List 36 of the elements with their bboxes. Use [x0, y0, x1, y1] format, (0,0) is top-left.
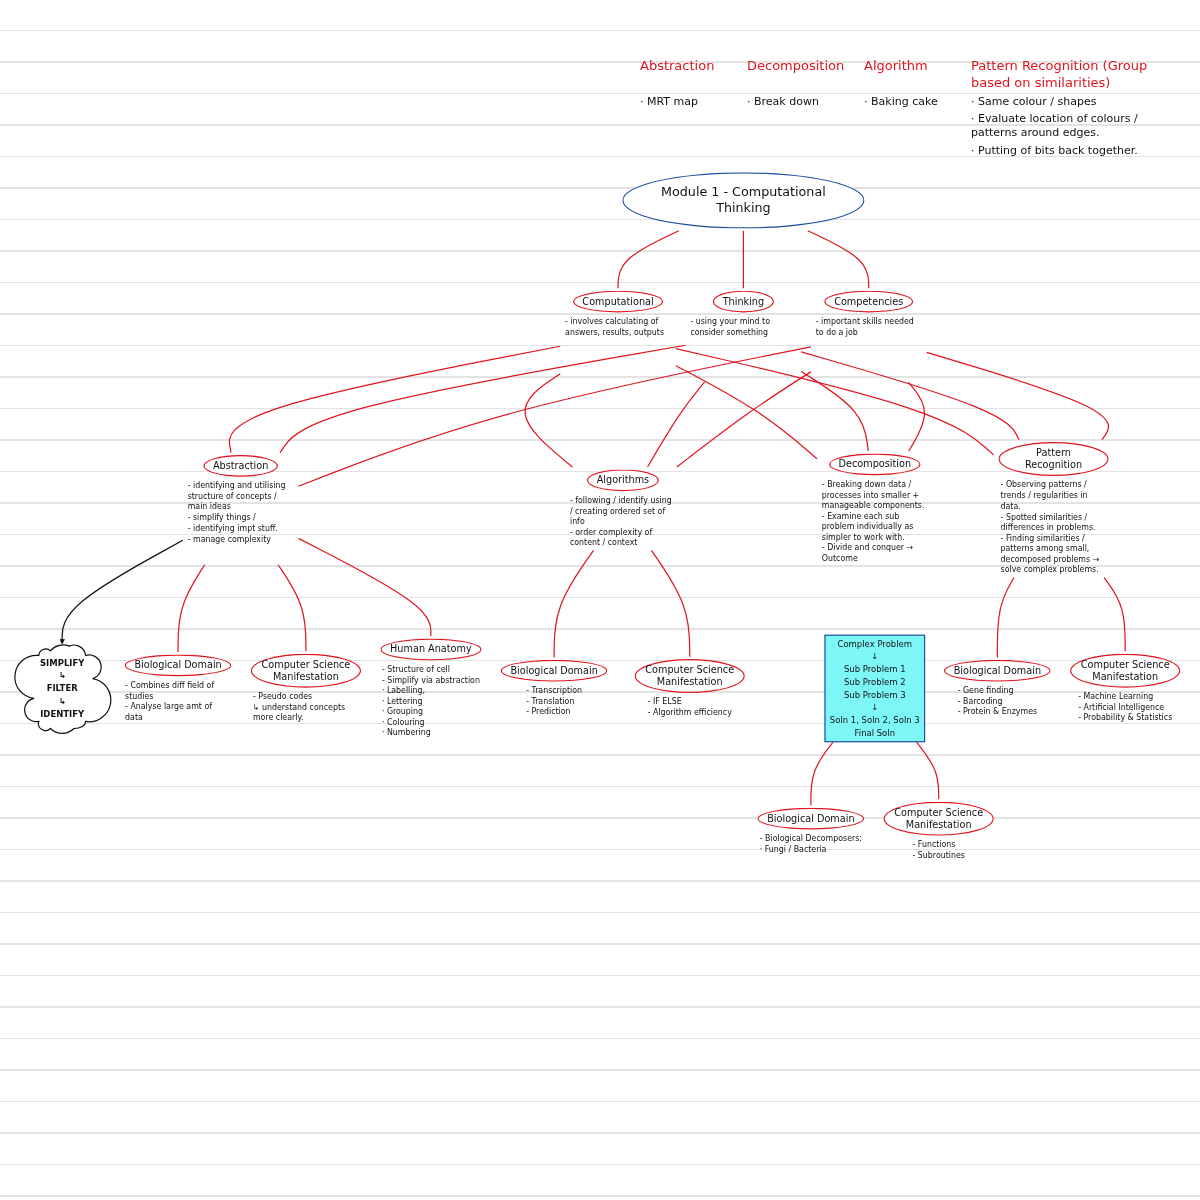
arrow: [59, 539, 184, 645]
connector: [177, 564, 206, 653]
connector: [810, 741, 834, 806]
connector: [524, 373, 574, 468]
connector: [617, 230, 680, 289]
bullet-note: · Baking cake: [864, 94, 939, 110]
connector: [553, 549, 595, 658]
connector: [800, 351, 1020, 441]
connector: [279, 344, 687, 454]
bullet-note: · MRT map: [640, 94, 699, 110]
connector: [675, 365, 818, 460]
connector: [907, 381, 926, 452]
connector: [646, 381, 706, 468]
column-heading: Abstraction: [640, 58, 716, 75]
connector: [996, 577, 1015, 658]
connector: [277, 564, 307, 652]
connector: [800, 370, 869, 452]
bullet-note: · Evaluate location of colours / patterns around edges.: [971, 112, 1139, 141]
connector: [915, 741, 940, 800]
column-heading: Algorithm: [864, 58, 929, 75]
connector: [925, 351, 1110, 441]
bullet-note: · Same colour / shapes: [971, 94, 1098, 110]
connector: [807, 230, 870, 289]
connector: [675, 347, 995, 456]
bullet-note: · Break down: [747, 94, 820, 110]
column-heading: Decomposition: [747, 58, 846, 75]
connector: [650, 549, 691, 658]
connector: [297, 346, 812, 487]
node-box: Complex Problem ↓ Sub Problem 1 Sub Problem 2 Sub Problem 3 ↓ Soln 1, Soln 2, Soln 3 Final Soln: [824, 634, 926, 743]
connector: [742, 230, 744, 289]
connector: [297, 537, 432, 637]
connector: [1103, 577, 1126, 652]
column-heading: Pattern Recognition (Group based on similarities): [971, 58, 1149, 92]
bullet-note: · Putting of bits back together.: [971, 143, 1139, 158]
connector: [676, 371, 812, 468]
connector: [228, 345, 561, 454]
